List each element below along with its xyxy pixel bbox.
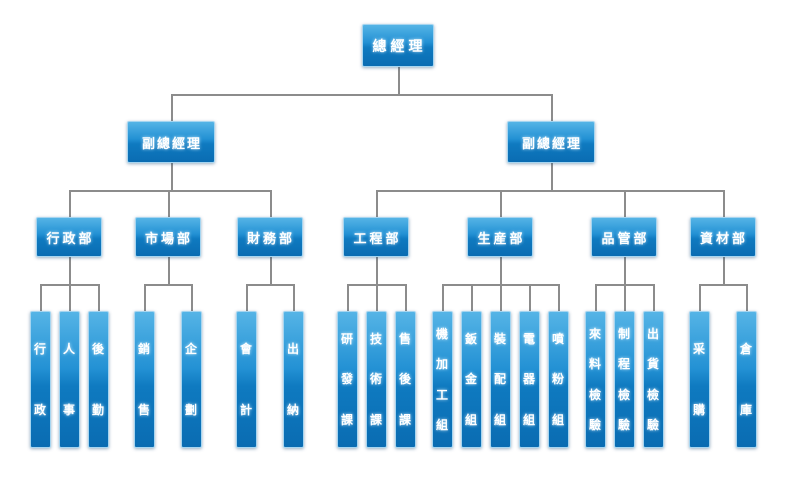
node-unit-admin: 行政 bbox=[29, 311, 51, 448]
node-unit-sales: 銷售 bbox=[133, 311, 155, 448]
node-admin-dept: 行政部 bbox=[36, 217, 102, 257]
node-unit-powder-coating-group: 噴粉組 bbox=[547, 311, 569, 448]
node-unit-tech-section: 技術課 bbox=[365, 311, 387, 448]
node-unit-incoming-inspection: 來料檢驗 bbox=[584, 311, 606, 448]
node-unit-logistics: 後勤 bbox=[87, 311, 109, 448]
root-branch: 總經理 副總經理 行政部 行政 人事 後勤 bbox=[14, 24, 782, 448]
admin-dept-units: 行政 人事 後勤 bbox=[26, 257, 113, 448]
production-dept-units: 機加工組 鈑金組 裝配組 電器組 噴粉組 bbox=[428, 257, 573, 448]
node-materials-dept: 資材部 bbox=[689, 217, 756, 257]
node-production-dept: 生産部 bbox=[467, 217, 533, 257]
finance-dept-branch: 財務部 會計 出納 bbox=[218, 190, 321, 448]
node-unit-after-sales-section: 售後課 bbox=[394, 311, 416, 448]
node-vice-general-manager-left: 副總經理 bbox=[127, 121, 215, 163]
admin-dept-branch: 行政部 行政 人事 後勤 bbox=[22, 190, 119, 448]
marketing-dept-units: 銷售 企劃 bbox=[121, 257, 215, 448]
node-unit-warehouse: 倉庫 bbox=[735, 311, 757, 448]
marketing-dept-branch: 市場部 銷售 企劃 bbox=[116, 190, 221, 448]
qc-dept-branch: 品管部 來料檢驗 制程檢驗 出貨檢驗 bbox=[576, 190, 674, 448]
vp-right-departments: 工程部 研發課 技術課 售後課 生産部 機加工組 鈑金組 bbox=[329, 163, 774, 448]
vp-left-departments: 行政部 行政 人事 後勤 市場部 銷售 企劃 bbox=[22, 163, 321, 448]
node-unit-planning: 企劃 bbox=[180, 311, 202, 448]
node-general-manager: 總經理 bbox=[361, 24, 434, 67]
node-unit-assembly-group: 裝配組 bbox=[489, 311, 511, 448]
engineering-dept-branch: 工程部 研發課 技術課 售後課 bbox=[329, 190, 426, 448]
production-dept-branch: 生産部 機加工組 鈑金組 裝配組 電器組 噴粉組 bbox=[423, 190, 579, 448]
vp-right-branch: 副總經理 工程部 研發課 技術課 售後課 生産部 bbox=[324, 94, 778, 448]
qc-dept-units: 來料檢驗 制程檢驗 出貨檢驗 bbox=[581, 257, 668, 448]
node-unit-outgoing-inspection: 出貨檢驗 bbox=[642, 311, 664, 448]
node-unit-accounting: 會計 bbox=[235, 311, 257, 448]
node-marketing-dept: 市場部 bbox=[134, 217, 201, 257]
materials-dept-branch: 資材部 采購 倉庫 bbox=[671, 190, 774, 448]
vp-left-branch: 副總經理 行政部 行政 人事 後勤 市場部 bbox=[18, 94, 327, 448]
node-finance-dept: 財務部 bbox=[236, 217, 303, 257]
node-unit-machining-group: 機加工組 bbox=[431, 311, 453, 448]
org-chart: 總經理 副總經理 行政部 行政 人事 後勤 bbox=[0, 24, 795, 448]
vp-level: 副總經理 行政部 行政 人事 後勤 市場部 bbox=[18, 67, 778, 448]
node-unit-process-inspection: 制程檢驗 bbox=[613, 311, 635, 448]
node-unit-electrical-group: 電器組 bbox=[518, 311, 540, 448]
materials-dept-units: 采購 倉庫 bbox=[676, 257, 770, 448]
node-vice-general-manager-right: 副總經理 bbox=[507, 121, 595, 163]
node-unit-rd-section: 研發課 bbox=[336, 311, 358, 448]
node-unit-hr: 人事 bbox=[58, 311, 80, 448]
node-qc-dept: 品管部 bbox=[591, 217, 657, 257]
node-unit-purchasing: 采購 bbox=[688, 311, 710, 448]
finance-dept-units: 會計 出納 bbox=[223, 257, 317, 448]
node-unit-sheet-metal-group: 鈑金組 bbox=[460, 311, 482, 448]
engineering-dept-units: 研發課 技術課 售後課 bbox=[333, 257, 420, 448]
node-unit-cashier: 出納 bbox=[282, 311, 304, 448]
node-engineering-dept: 工程部 bbox=[343, 217, 409, 257]
